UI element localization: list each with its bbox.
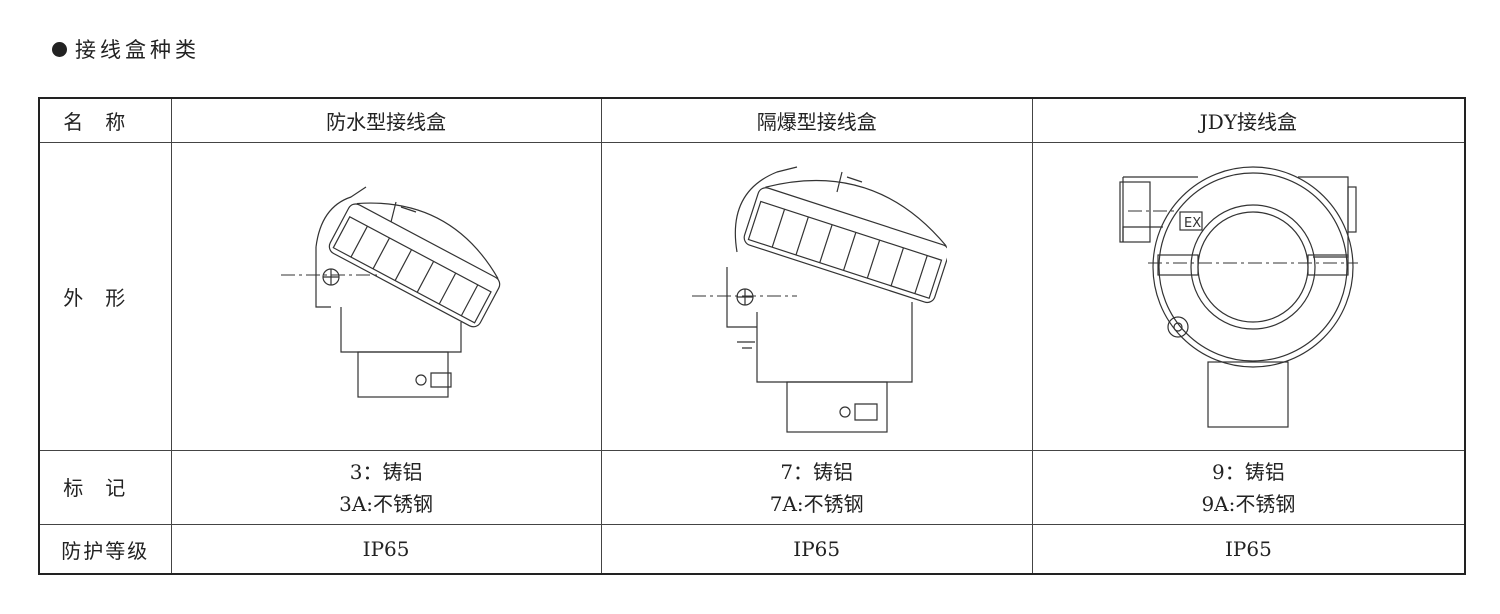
mark-cast-aluminum: 3：铸铝: [349, 459, 423, 484]
junction-box-table: 名称 防水型接线盒 隔爆型接线盒 JDY接线盒 外形: [38, 97, 1466, 575]
waterproof-box-drawing: [281, 186, 501, 398]
protection-explosion-proof: IP65: [600, 524, 1033, 575]
protection-waterproof: IP65: [170, 524, 602, 575]
marks-label: 标记: [38, 450, 172, 525]
header-waterproof: 防水型接线盒: [170, 97, 602, 143]
protection-jdy: IP65: [1031, 524, 1466, 575]
marks-row: 标记 3：铸铝 3A:不锈钢 7：铸铝 7A:不锈钢 9：铸铝 9A:不锈钢: [38, 450, 1466, 525]
appearance-label: 外形: [38, 142, 172, 451]
svg-text:EX: EX: [1184, 216, 1201, 231]
appearance-row: 外形: [38, 142, 1466, 451]
jdy-drawing-cell: EX: [1031, 142, 1466, 451]
jdy-box-drawing: EX: [1119, 165, 1359, 428]
protection-row: 防护等级 IP65 IP65 IP65: [38, 524, 1466, 575]
marks-jdy: 9：铸铝 9A:不锈钢: [1031, 450, 1466, 525]
marks-explosion-proof: 7：铸铝 7A:不锈钢: [600, 450, 1033, 525]
header-row: 名称 防水型接线盒 隔爆型接线盒 JDY接线盒: [38, 97, 1466, 143]
mark-cast-aluminum: 9：铸铝: [1212, 459, 1285, 484]
explosion-proof-box-drawing: [691, 165, 947, 433]
mark-stainless: 7A:不锈钢: [769, 491, 864, 516]
header-label: 名称: [38, 97, 172, 143]
mark-cast-aluminum: 7：铸铝: [780, 459, 854, 484]
waterproof-drawing-cell: [170, 142, 602, 451]
mark-stainless: 9A:不锈钢: [1201, 491, 1296, 516]
section-title-text: 接线盒种类: [75, 38, 200, 62]
header-jdy: JDY接线盒: [1031, 97, 1466, 143]
section-title: 接线盒种类: [52, 34, 200, 64]
mark-stainless: 3A:不锈钢: [339, 491, 434, 516]
header-explosion-proof: 隔爆型接线盒: [600, 97, 1033, 143]
bullet-icon: [52, 41, 67, 57]
protection-label: 防护等级: [38, 524, 172, 575]
marks-waterproof: 3：铸铝 3A:不锈钢: [170, 450, 602, 525]
explosion-proof-drawing-cell: [600, 142, 1033, 451]
